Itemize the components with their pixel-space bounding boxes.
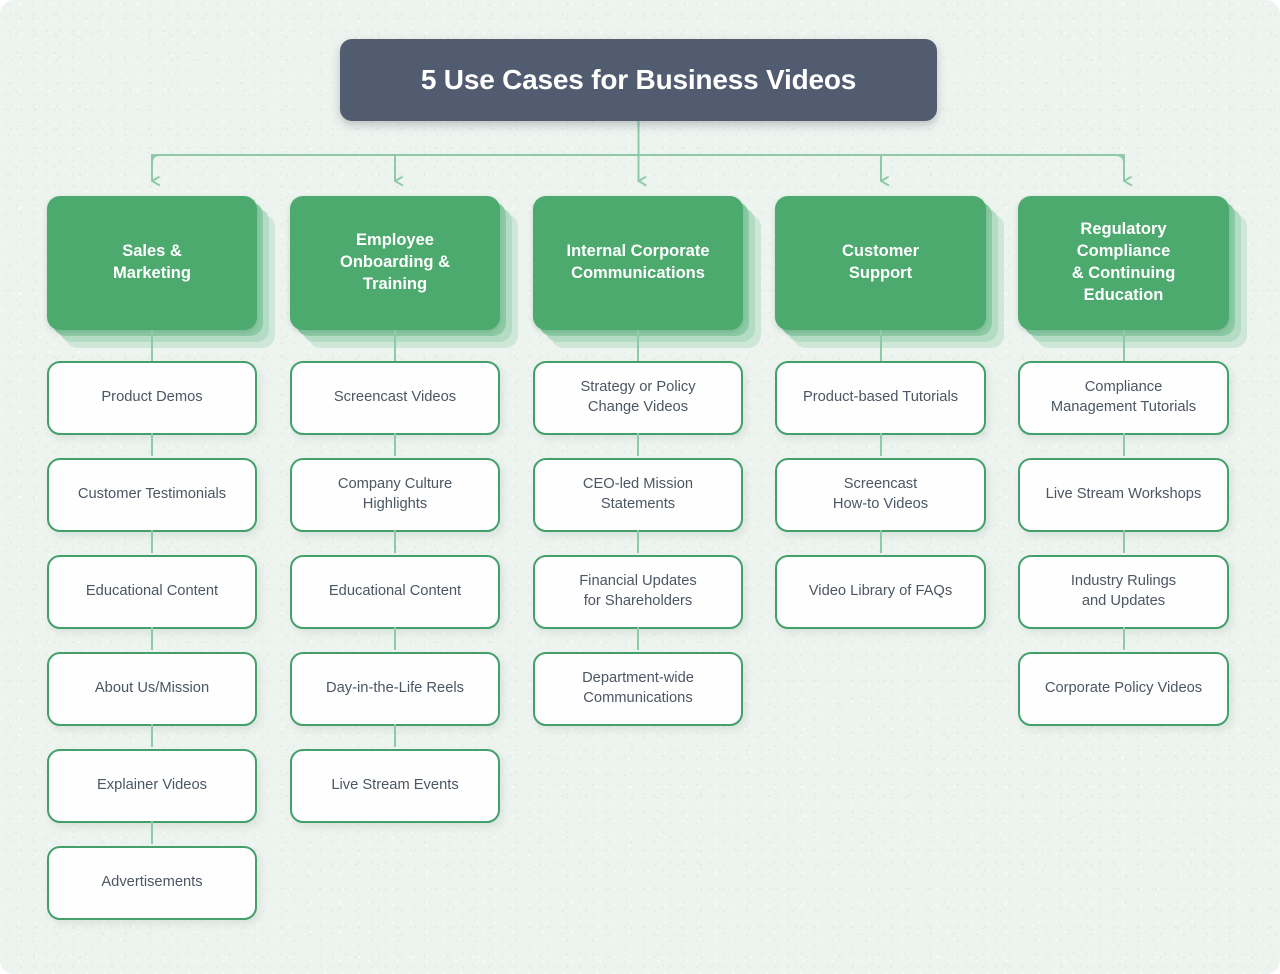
use-case-item[interactable]: Product-based Tutorials	[775, 361, 986, 456]
use-case-item[interactable]: Company Culture Highlights	[290, 458, 500, 553]
use-case-item[interactable]: Day-in-the-Life Reels	[290, 652, 500, 747]
use-case-item[interactable]: Explainer Videos	[47, 749, 257, 844]
category-header-stack: Sales & Marketing	[47, 196, 275, 361]
category-header-stack: Customer Support	[775, 196, 1004, 361]
header-connector-stub	[637, 330, 639, 361]
use-case-item[interactable]: Screencast Videos	[290, 361, 500, 456]
use-case-item[interactable]: Strategy or Policy Change Videos	[533, 361, 743, 456]
header-connector-stub	[1122, 330, 1125, 361]
header-connector-stub	[879, 330, 882, 361]
use-case-item[interactable]: Financial Updates for Shareholders	[533, 555, 743, 650]
use-case-item[interactable]: Live Stream Events	[290, 749, 500, 823]
category-header[interactable]: Customer Support	[775, 196, 986, 330]
use-case-item[interactable]: Screencast How-to Videos	[775, 458, 986, 553]
use-case-item[interactable]: Advertisements	[47, 846, 257, 920]
category-header[interactable]: Internal Corporate Communications	[533, 196, 743, 330]
use-case-item[interactable]: Educational Content	[290, 555, 500, 650]
category-header-stack: Employee Onboarding & Training	[290, 196, 518, 361]
use-case-item[interactable]: About Us/Mission	[47, 652, 257, 747]
header-connector-stub	[394, 330, 396, 361]
category-header[interactable]: Sales & Marketing	[47, 196, 257, 330]
category-header[interactable]: Employee Onboarding & Training	[290, 196, 500, 330]
use-case-item[interactable]: Educational Content	[47, 555, 257, 650]
category-header[interactable]: Regulatory Compliance & Continuing Educa…	[1018, 196, 1229, 330]
use-case-item[interactable]: Industry Rulings and Updates	[1018, 555, 1229, 650]
use-case-item[interactable]: Corporate Policy Videos	[1018, 652, 1229, 726]
use-case-item[interactable]: Product Demos	[47, 361, 257, 456]
use-case-item[interactable]: CEO-led Mission Statements	[533, 458, 743, 553]
category-header-stack: Regulatory Compliance & Continuing Educa…	[1018, 196, 1247, 361]
header-connector-stub	[151, 330, 153, 361]
page-title: 5 Use Cases for Business Videos	[340, 39, 937, 121]
use-case-item[interactable]: Department-wide Communications	[533, 652, 743, 726]
category-column: Regulatory Compliance & Continuing Educa…	[1018, 196, 1247, 726]
use-case-item[interactable]: Customer Testimonials	[47, 458, 257, 553]
category-header-stack: Internal Corporate Communications	[533, 196, 761, 361]
use-case-item[interactable]: Compliance Management Tutorials	[1018, 361, 1229, 456]
use-case-item[interactable]: Live Stream Workshops	[1018, 458, 1229, 553]
use-case-item[interactable]: Video Library of FAQs	[775, 555, 986, 629]
